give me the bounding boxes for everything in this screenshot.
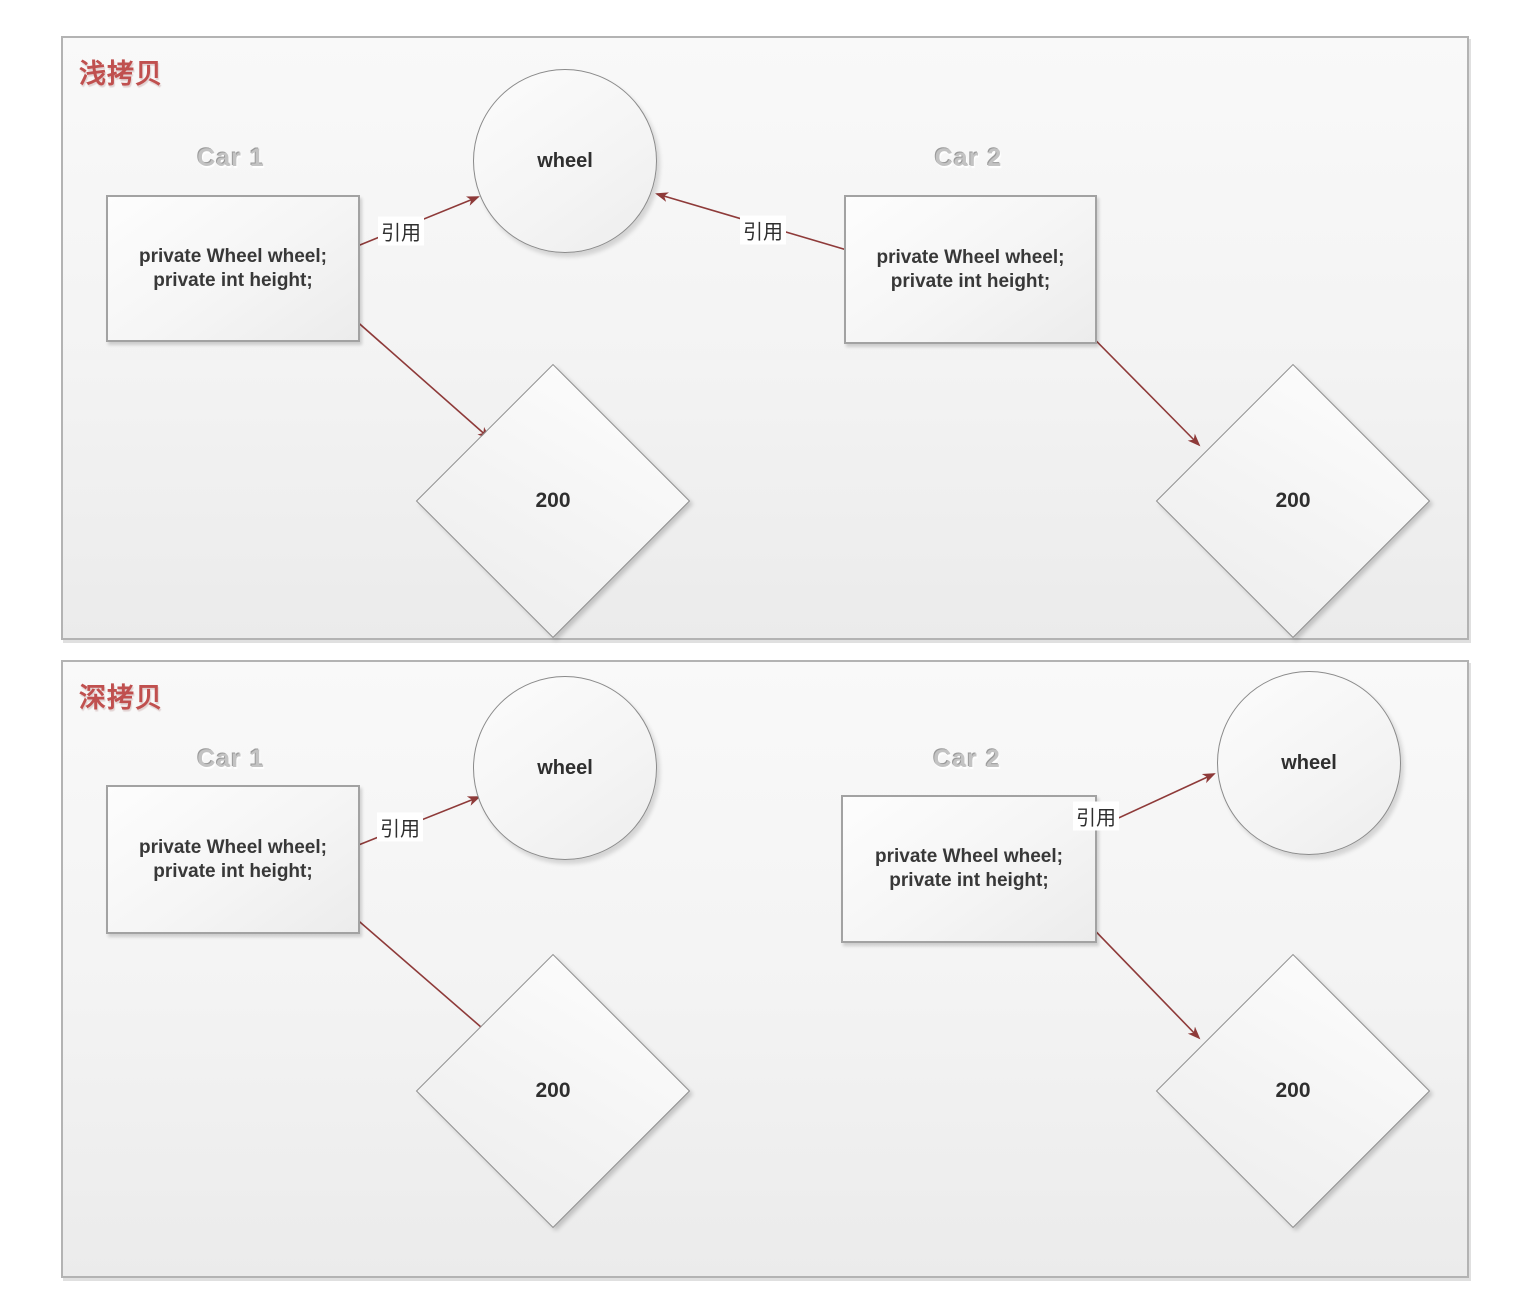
car2-object-box: private Wheel wheel; private int height; bbox=[844, 195, 1097, 344]
wheel-node-label: wheel bbox=[1281, 751, 1337, 774]
car1-field-height: private int height; bbox=[153, 860, 313, 882]
car1-label: Car 1 bbox=[197, 745, 265, 773]
car2-height-value: 200 bbox=[1275, 489, 1311, 512]
car1-object-box: private Wheel wheel; private int height; bbox=[106, 785, 360, 934]
car1-field-wheel: private Wheel wheel; bbox=[139, 245, 327, 267]
car1-height-value: 200 bbox=[535, 489, 571, 512]
wheel-node-label: wheel bbox=[537, 756, 593, 779]
car2-wheel-node: wheel bbox=[1217, 671, 1401, 855]
car1-reference-label: 引用 bbox=[377, 812, 423, 842]
car1-field-wheel: private Wheel wheel; bbox=[139, 836, 327, 858]
wheel-node-label: wheel bbox=[537, 149, 593, 172]
car2-object-box: private Wheel wheel; private int height; bbox=[841, 795, 1097, 943]
car2-label: Car 2 bbox=[934, 144, 1003, 172]
car2-height-value: 200 bbox=[1275, 1079, 1311, 1102]
car2-label: Car 2 bbox=[933, 745, 1001, 773]
car2-field-height: private int height; bbox=[889, 870, 1049, 891]
car1-label: Car 1 bbox=[197, 144, 265, 172]
car2-field-height: private int height; bbox=[890, 270, 1051, 292]
car2-field-wheel: private Wheel wheel; bbox=[876, 246, 1065, 268]
car1-reference-label: 引用 bbox=[378, 216, 424, 246]
deep-copy-panel: 深拷贝 Car 1 private Wheel wheel; private i… bbox=[61, 660, 1469, 1278]
car1-height-value: 200 bbox=[535, 1079, 571, 1102]
shared-wheel-node: wheel bbox=[473, 69, 657, 253]
deep-copy-title: 深拷贝 bbox=[79, 683, 163, 713]
shallow-copy-title: 浅拷贝 bbox=[79, 59, 163, 89]
shallow-copy-panel: 浅拷贝 Car 1 private Wheel wheel; private i… bbox=[61, 36, 1469, 640]
car2-reference-label: 引用 bbox=[740, 215, 786, 245]
car1-object-box: private Wheel wheel; private int height; bbox=[106, 195, 360, 342]
car1-field-height: private int height; bbox=[153, 269, 313, 291]
car1-wheel-node: wheel bbox=[473, 676, 657, 860]
car2-reference-label: 引用 bbox=[1073, 801, 1119, 831]
car2-field-wheel: private Wheel wheel; bbox=[875, 846, 1063, 867]
